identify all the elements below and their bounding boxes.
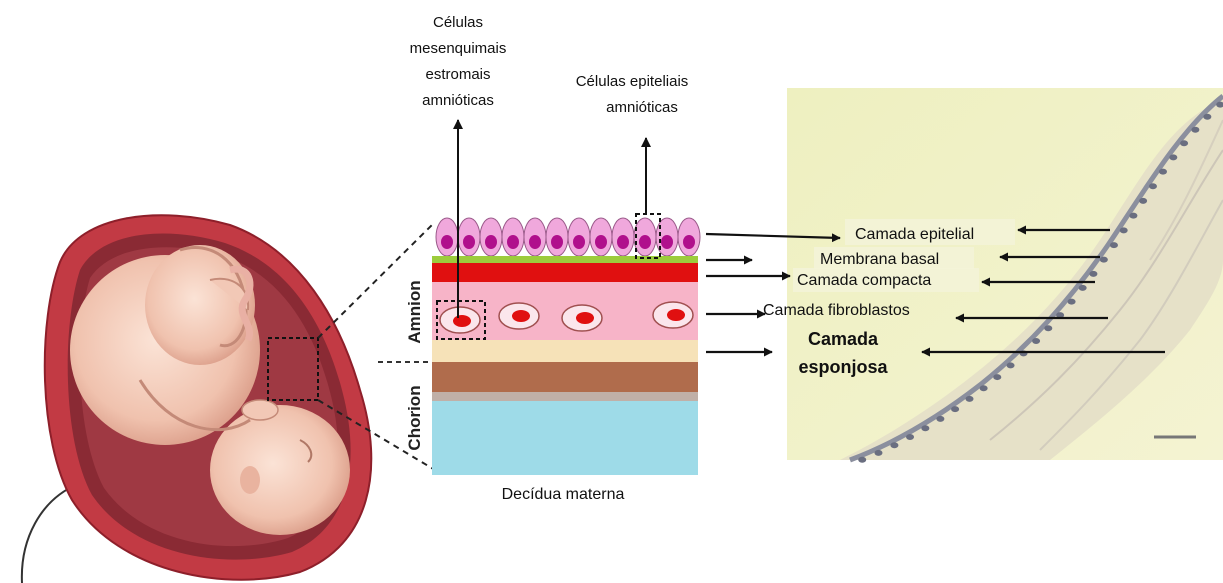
micrograph-nucleus	[951, 406, 959, 412]
spongy-layer	[432, 340, 698, 362]
epithelial-cell	[546, 218, 568, 256]
micrograph-nucleus	[1203, 114, 1211, 120]
epithelial-cell-row	[436, 218, 700, 256]
chorion-label: Chorion	[405, 385, 424, 450]
fibroblast-cell	[499, 303, 539, 329]
micrograph-nucleus	[1169, 154, 1177, 160]
compact-layer-label: Camada compacta	[797, 272, 931, 289]
chorion-layer	[432, 362, 698, 392]
micrograph-nucleus	[1032, 338, 1040, 344]
fibroblast-cell	[440, 307, 480, 333]
micrograph-nucleus	[1180, 140, 1188, 146]
micrograph-nucleus	[1149, 183, 1157, 189]
micrograph-nucleus	[1129, 213, 1137, 219]
epithelial-layer-label: Camada epitelial	[855, 226, 974, 243]
epithelial-cell	[656, 218, 678, 256]
spongy-layer-label: Camada	[808, 329, 879, 349]
micrograph-nucleus	[1139, 198, 1147, 204]
micrograph-nucleus	[993, 374, 1001, 380]
epithelial-cell	[634, 218, 656, 256]
mesenchymal-label-line: amnióticas	[422, 92, 494, 109]
epithelial-cell	[480, 218, 502, 256]
epithelial-cell	[678, 218, 700, 256]
micrograph-nucleus	[1120, 227, 1128, 233]
membrane-layers: Amnion Chorion Decídua materna	[378, 214, 700, 503]
mesenchymal-label-line: estromais	[425, 66, 490, 83]
micrograph-nucleus	[966, 396, 974, 402]
epithelial-label-line: amnióticas	[606, 99, 678, 116]
epithelial-cell	[436, 218, 458, 256]
mesenchymal-label-line: Células	[433, 14, 483, 31]
epithelial-cell	[502, 218, 524, 256]
chorion-grey-layer	[432, 392, 698, 401]
micrograph-nucleus	[1159, 169, 1167, 175]
fibroblast-layer-label: Camada fibroblastos	[763, 302, 910, 319]
epithelial-cell	[590, 218, 612, 256]
micrograph-nucleus	[1068, 299, 1076, 305]
micrograph-nucleus	[921, 425, 929, 431]
fibroblast-cell	[562, 305, 602, 331]
micrograph-nucleus	[858, 457, 866, 463]
mesenchymal-cells-label: Células mesenquimais estromais amniótica…	[410, 14, 507, 109]
micrograph-nucleus	[1100, 257, 1108, 263]
micrograph-nucleus	[890, 442, 898, 448]
micrograph-nucleus	[936, 416, 944, 422]
compact-layer	[432, 263, 698, 282]
decidua-layer	[432, 401, 698, 475]
basal-membrane-label: Membrana basal	[820, 251, 939, 268]
epithelial-cells-label: Células epiteliais amnióticas	[576, 73, 689, 116]
micrograph-nucleus	[980, 385, 988, 391]
epithelial-cell	[458, 218, 480, 256]
micrograph-nucleus	[874, 450, 882, 456]
umbilical-line	[22, 484, 78, 583]
micrograph-nucleus	[1191, 127, 1199, 133]
micrograph-nucleus	[906, 434, 914, 440]
decidua-label: Decídua materna	[502, 486, 625, 503]
epithelial-cell	[568, 218, 590, 256]
basal-membrane-layer	[432, 256, 698, 263]
amnion-label: Amnion	[405, 280, 424, 343]
mesenchymal-label-line: mesenquimais	[410, 40, 507, 57]
micrograph-nucleus	[1044, 325, 1052, 331]
spongy-layer-label: esponjosa	[798, 357, 888, 377]
fibroblast-cell	[653, 302, 693, 328]
micrograph-nucleus	[1110, 242, 1118, 248]
fetus-in-uterus-illustration	[22, 215, 435, 583]
micrograph-nucleus	[1089, 271, 1097, 277]
epithelial-cell	[524, 218, 546, 256]
epithelial-label-line: Células epiteliais	[576, 73, 689, 90]
micrograph-nucleus	[1079, 285, 1087, 291]
micrograph-nucleus	[1007, 362, 1015, 368]
epithelial-cell	[612, 218, 634, 256]
